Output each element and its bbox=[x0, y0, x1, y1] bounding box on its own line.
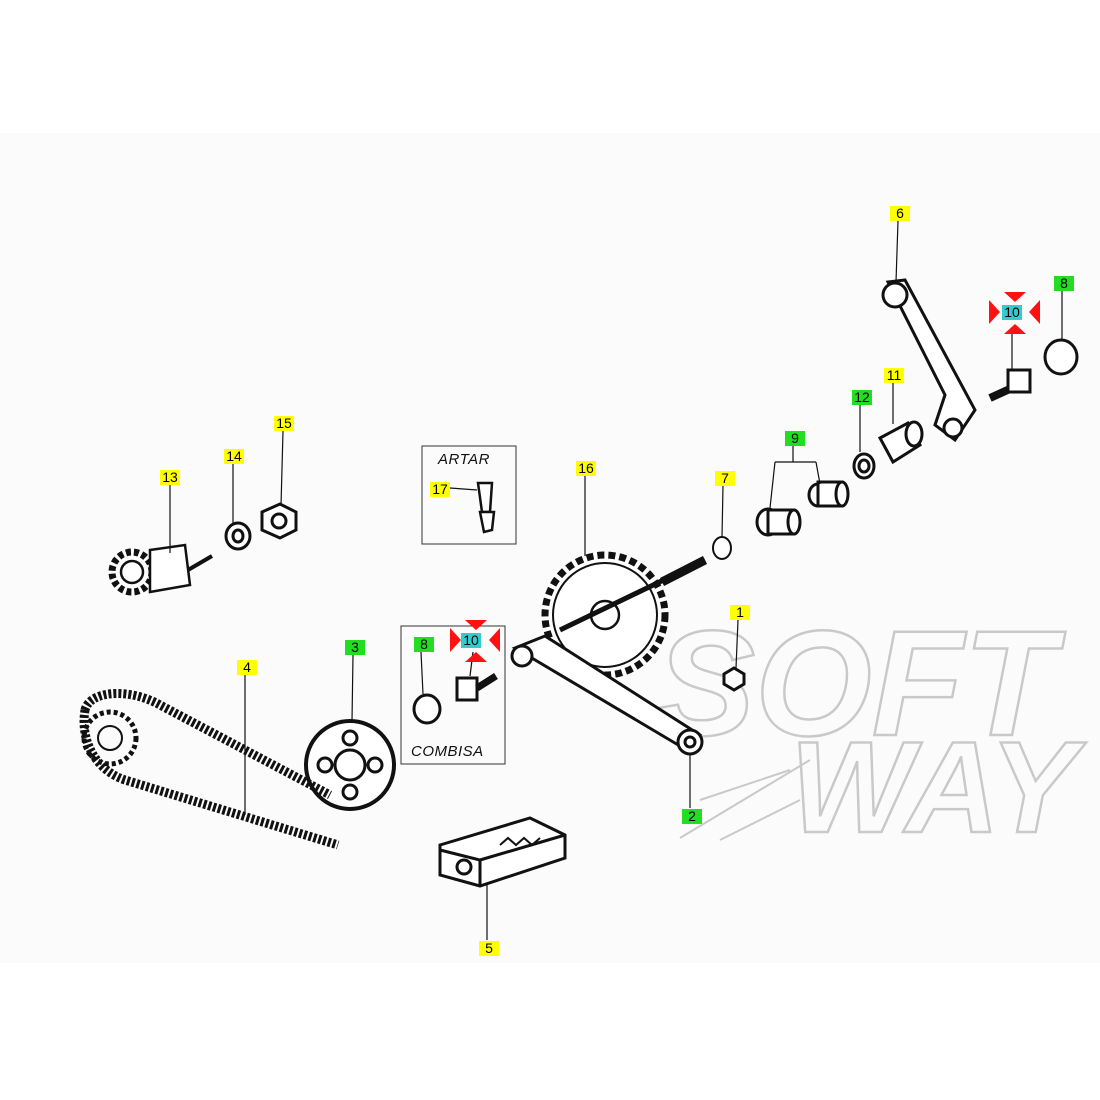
part-number-tag-8b[interactable]: 8 bbox=[414, 637, 434, 652]
part-10-bolt-inset bbox=[455, 673, 498, 702]
part-16-chainring-axle bbox=[541, 551, 708, 679]
part-number-tag-8a[interactable]: 8 bbox=[1054, 276, 1074, 291]
part-2-crank-arm bbox=[510, 634, 704, 756]
part-11-sleeve bbox=[877, 420, 924, 465]
part-number-tag-4[interactable]: 4 bbox=[237, 660, 257, 675]
part-number-tag-13[interactable]: 13 bbox=[160, 470, 180, 485]
part-number-tag-6[interactable]: 6 bbox=[890, 206, 910, 221]
part-1-nut bbox=[722, 666, 746, 692]
part-number-tag-1[interactable]: 1 bbox=[730, 605, 750, 620]
combisa-inset-box bbox=[400, 625, 506, 765]
part-number-tag-10b[interactable]: 10 bbox=[461, 633, 481, 648]
part-number-tag-7[interactable]: 7 bbox=[715, 471, 735, 486]
part-8-cap-top bbox=[1043, 338, 1079, 376]
part-number-tag-9[interactable]: 9 bbox=[785, 431, 805, 446]
part-9-cup-bolts bbox=[755, 480, 850, 537]
part-15-nut bbox=[260, 502, 298, 540]
part-10-bolt-top bbox=[988, 368, 1032, 402]
part-4-chain bbox=[79, 689, 340, 850]
soft-way-watermark: SOFT WAY bbox=[654, 598, 1088, 862]
part-17-pin bbox=[476, 481, 496, 534]
highlight-markers-10-inset bbox=[450, 620, 500, 662]
watermark-way-text: WAY bbox=[790, 714, 1087, 860]
part-3-chainring-plate bbox=[304, 719, 396, 811]
leader-lines bbox=[169, 220, 1063, 940]
part-number-tag-17[interactable]: 17 bbox=[430, 482, 450, 497]
part-8-cap-inset bbox=[412, 693, 442, 725]
part-number-tag-16[interactable]: 16 bbox=[576, 461, 596, 476]
part-7-washer bbox=[712, 536, 732, 560]
part-number-tag-15[interactable]: 15 bbox=[274, 416, 294, 431]
part-14-washer bbox=[224, 521, 252, 551]
part-12-washer bbox=[852, 452, 876, 480]
part-number-tag-11[interactable]: 11 bbox=[884, 368, 904, 383]
part-number-tag-3[interactable]: 3 bbox=[345, 640, 365, 655]
part-number-tag-14[interactable]: 14 bbox=[224, 449, 244, 464]
combisa-inset-title: COMBISA bbox=[411, 743, 484, 760]
part-number-tag-12[interactable]: 12 bbox=[852, 390, 872, 405]
part-13-tensioner-sprocket bbox=[108, 543, 214, 596]
part-6-crank-arm bbox=[881, 278, 977, 443]
part-5-pedal bbox=[438, 816, 567, 888]
part-number-tag-5[interactable]: 5 bbox=[479, 941, 499, 956]
part-number-tag-2[interactable]: 2 bbox=[682, 809, 702, 824]
artar-inset-title: ARTAR bbox=[438, 451, 490, 468]
highlight-markers-10-top bbox=[989, 292, 1040, 334]
artar-inset-box bbox=[421, 445, 517, 545]
part-number-tag-10a[interactable]: 10 bbox=[1002, 305, 1022, 320]
